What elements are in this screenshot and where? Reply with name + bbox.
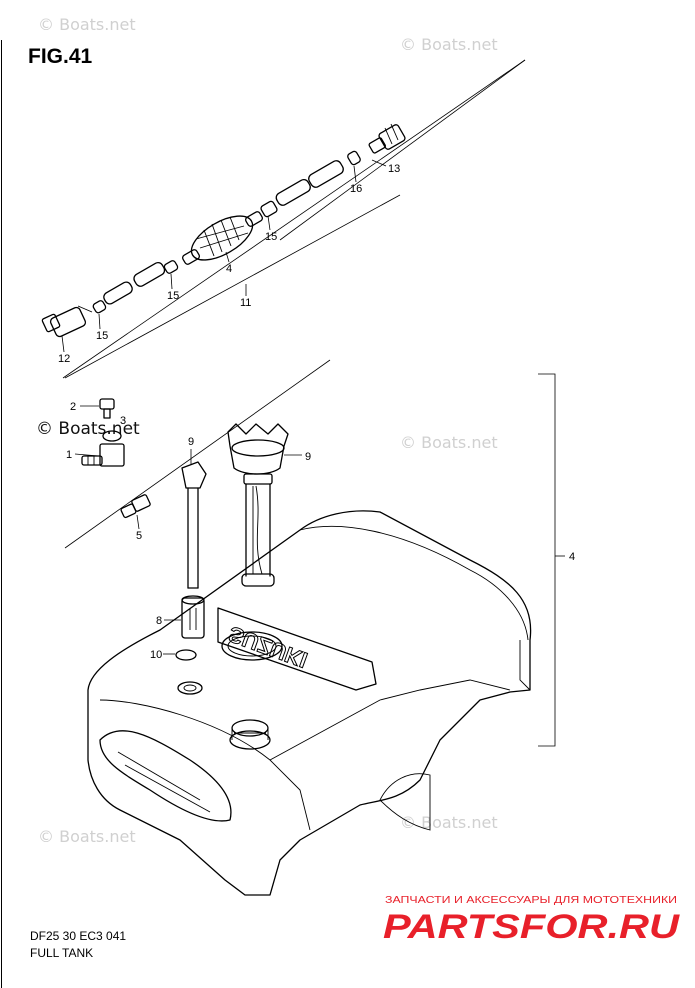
figure-title: FIG.41 [28,45,93,68]
diagram-caption: FULL TANK [30,946,93,960]
handle-grip [117,751,201,801]
group-bracket-line [64,194,401,379]
ad-tagline: ЗАПЧАСТИ И АКСЕССУАРЫ ДЛЯ МОТОТЕХНИКИ [385,894,677,906]
hose-assembly: 13 16 15 4 15 11 15 12 [41,59,526,549]
group-bracket-line [279,59,526,241]
screw-shank [103,408,111,419]
tank-connector [368,123,406,154]
ad-logo[interactable]: PARTSFOR.RU [383,908,681,946]
group-bracket-line [62,59,526,379]
model-code: DF25 30 EC3 041 [30,929,126,943]
callout-5: 9 [305,451,311,463]
tee-fitting [81,443,125,467]
watermark: © Boats.net [38,15,136,34]
gauge-gasket [221,631,283,661]
hose-clip [347,150,361,166]
tank-handle [99,730,232,822]
callout-15: 15 [96,330,108,342]
callout-15: 15 [167,290,179,302]
tank-outline [87,510,532,896]
o-ring: 10 [150,649,197,661]
hose-segment [103,281,133,305]
handle-grip [124,764,211,813]
tank-port [177,681,203,695]
engine-connector [41,305,93,338]
fuel-tank: 4 SUZUKI [87,373,575,896]
callout-12: 12 [58,353,70,365]
callout-10: 10 [150,649,162,661]
pickup-tube: 9 9 [181,436,207,589]
callout-4: 4 [226,263,232,275]
fuel-filter: 8 [156,595,205,639]
callout-13: 13 [388,163,400,175]
tank-front-edge [99,699,311,831]
filler-neck [229,719,271,750]
brand-emboss: SUZUKI [225,621,311,673]
primer-bulb [182,211,263,265]
hose-fitting [120,494,151,519]
watermark: © Boats.net [38,827,136,846]
callout-3: 3 [120,415,126,427]
hose-segment [275,178,311,206]
callout-11: 11 [240,297,251,309]
watermark-dark: © Boats.net [36,419,140,439]
tank-recess [379,773,431,831]
fitting-parts: 2 3 1 5 [66,398,151,542]
fuel-gauge: 9 [227,423,311,587]
hose-clip [260,200,278,218]
callout-2: 2 [70,401,76,413]
gauge-gasket-inner [227,635,277,657]
tank-corner [519,640,531,691]
group-bracket-line [64,359,331,549]
callout-16: 16 [350,183,362,195]
callout-1: 1 [66,449,72,461]
callout-4-tank: 4 [569,551,575,563]
brand-plate: SUZUKI [217,607,377,691]
callout-7: 5 [136,530,142,542]
washer [102,430,122,442]
callout-9-label: 9 [188,436,194,448]
tank-top-edge [299,525,529,641]
watermark: © Boats.net [400,35,498,54]
hose-segment [308,160,344,188]
callout-8: 8 [156,615,162,627]
callout-15: 15 [265,231,277,243]
tank-port-inner [183,684,197,692]
hose-segment [133,261,166,287]
watermark: © Boats.net [400,813,498,832]
hose-clip [163,260,179,274]
screw [99,398,115,410]
tank-bracket [538,373,556,747]
tank-mid-edge [269,679,511,761]
watermark: © Boats.net [400,433,498,452]
hose-clip [92,300,107,314]
